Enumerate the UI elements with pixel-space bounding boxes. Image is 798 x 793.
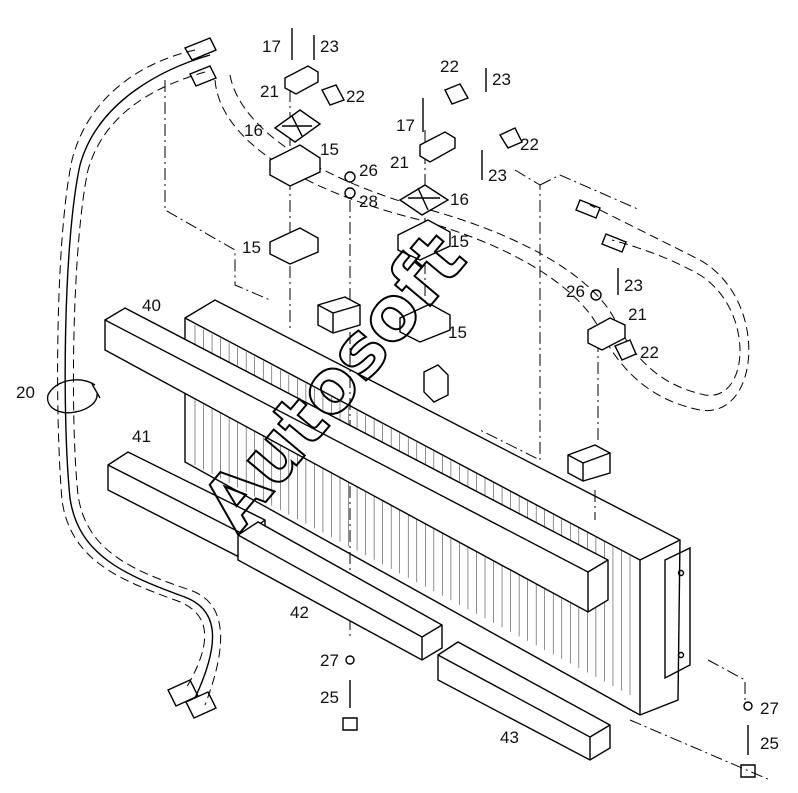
label-40: 40 <box>142 296 161 315</box>
label-16-mid: 16 <box>450 190 469 209</box>
label-27-bottom-right: 27 <box>760 699 779 718</box>
label-15-left-lower: 15 <box>242 238 261 257</box>
label-21-mid: 21 <box>390 153 409 172</box>
label-21-right: 21 <box>628 305 647 324</box>
rubber-block-left <box>317 296 361 334</box>
insulation-bar-43 <box>437 641 611 761</box>
label-16-left: 16 <box>244 121 263 140</box>
label-23-mid-top: 23 <box>492 70 511 89</box>
label-15-left-upper: 15 <box>320 140 339 159</box>
hose-fittings-top <box>183 37 217 87</box>
label-23-right: 23 <box>624 276 643 295</box>
hose-fittings-bottom <box>167 679 217 719</box>
fasteners <box>342 171 756 778</box>
label-15-mid-upper: 15 <box>450 232 469 251</box>
label-25-bottom-left: 25 <box>320 688 339 707</box>
part-labels: 17 23 21 22 16 15 15 22 23 17 22 21 23 2… <box>16 37 779 753</box>
bracket-right <box>587 268 637 361</box>
label-21-left: 21 <box>260 82 279 101</box>
label-42: 42 <box>290 603 309 622</box>
hose-right <box>214 74 750 411</box>
label-23-left: 23 <box>320 37 339 56</box>
insulation-bar-42 <box>237 521 443 661</box>
bracket-stack-left <box>269 28 345 265</box>
label-20: 20 <box>16 383 35 402</box>
label-26-right: 26 <box>566 282 585 301</box>
label-26-mid: 26 <box>359 161 378 180</box>
bracket-stack-middle <box>397 68 523 403</box>
label-22-right: 22 <box>640 343 659 362</box>
label-22-top: 22 <box>440 57 459 76</box>
label-22-mid: 22 <box>520 135 539 154</box>
label-43: 43 <box>500 728 519 747</box>
label-41: 41 <box>132 427 151 446</box>
label-17-mid: 17 <box>396 116 415 135</box>
label-17-left: 17 <box>262 37 281 56</box>
label-15-mid-lower: 15 <box>448 323 467 342</box>
insulation-bar-40 <box>104 307 609 613</box>
label-27-bottom-left: 27 <box>320 651 339 670</box>
label-22-left: 22 <box>346 87 365 106</box>
label-28-mid: 28 <box>359 192 378 211</box>
hose-clamp-ring-20 <box>46 379 101 414</box>
label-23-mid: 23 <box>488 166 507 185</box>
hose-left <box>57 49 222 706</box>
label-25-bottom-right: 25 <box>760 734 779 753</box>
rubber-block-right <box>567 444 611 482</box>
